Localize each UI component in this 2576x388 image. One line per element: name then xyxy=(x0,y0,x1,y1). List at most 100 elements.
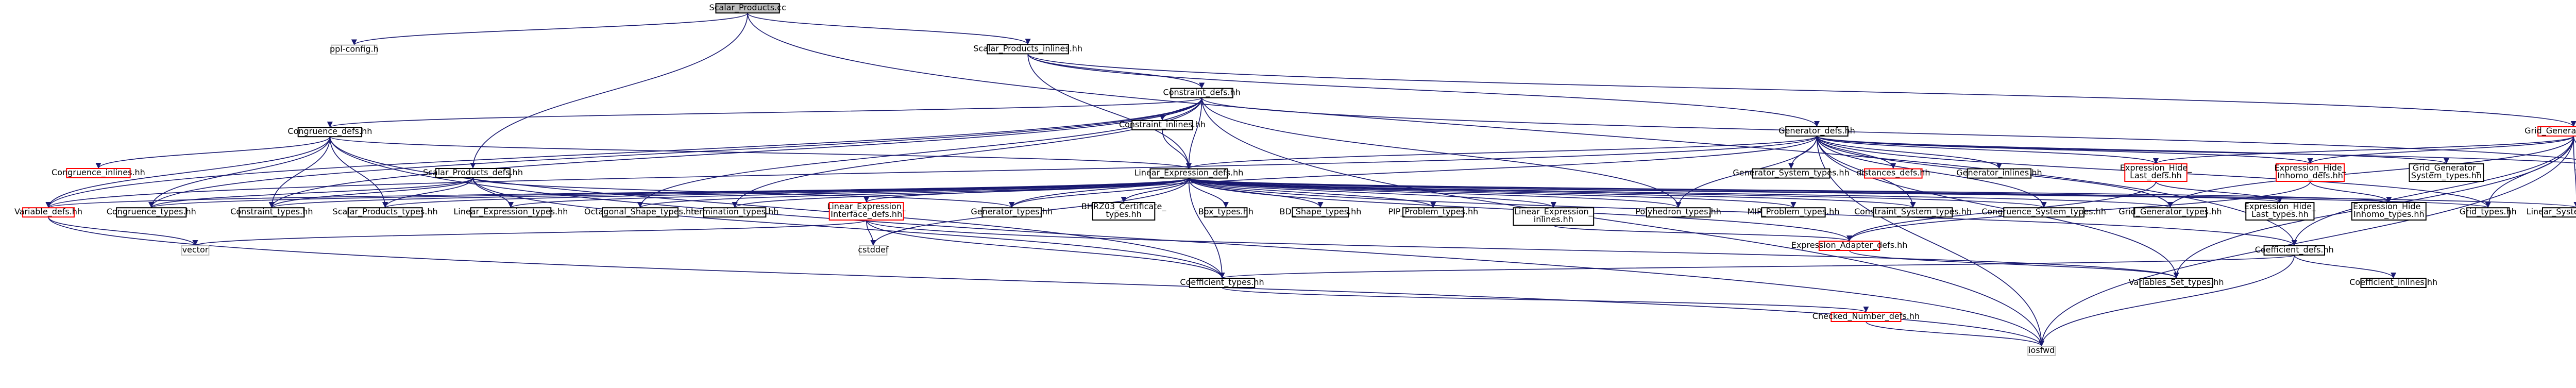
edge-congruence_defs-to-constraint_types xyxy=(268,137,331,208)
edge-constraint_defs-to-topology_types xyxy=(1201,97,2576,160)
node-grid-generator-defs[interactable]: Grid_Generator_defs.hh xyxy=(2524,126,2576,137)
node-box xyxy=(1967,168,2032,179)
node-label: Inhomo_types.hh xyxy=(2353,209,2425,220)
node-expression-adapter-defs[interactable]: Expression_Adapter_defs.hh xyxy=(1791,240,1908,251)
node-scalar-defs[interactable]: Scalar_Products_defs.hh xyxy=(423,167,523,178)
edge-linear_expression_interface_defs-to-vector xyxy=(192,220,867,246)
node-box-types[interactable]: Box_types.hh xyxy=(1198,207,1253,218)
edge-generator_defs-to-polyhedron_types xyxy=(1675,136,1818,208)
node-box xyxy=(602,207,679,218)
node-box xyxy=(297,127,363,138)
node-box xyxy=(1170,88,1233,98)
node-expr-hide-last-types[interactable]: Expression_Hide_Last_types.hh xyxy=(2244,201,2316,221)
node-constraint-defs[interactable]: Constraint_defs.hh xyxy=(1163,88,1241,98)
node-label: Scalar_Products_types.hh xyxy=(333,207,438,217)
node-constraint-inlines[interactable]: Constraint_inlines.hh xyxy=(1119,120,1206,130)
node-ppl-config: ppl-config.h xyxy=(330,44,379,55)
node-label: Congruence_types.hh xyxy=(107,207,196,217)
node-distances-defs[interactable]: distances_defs.hh xyxy=(1856,168,1930,179)
node-linear-system-types[interactable]: Linear_System_types.hh xyxy=(2527,207,2576,218)
node-linear-expression-defs[interactable]: Linear_Expression_defs.hh xyxy=(1134,168,1243,179)
node-label: iosfwd xyxy=(2028,345,2055,355)
node-expr-hide-inhomo-defs[interactable]: Expression_Hide_Inhomo_defs.hh xyxy=(2274,163,2347,182)
node-linear-expression-interface-defs[interactable]: Linear_Expression_Interface_defs.hh xyxy=(827,201,906,221)
node-label: Generator_inlines.hh xyxy=(1956,168,2042,178)
edge-linear_expression_defs-to-constraint_system_types xyxy=(1188,177,1916,208)
node-coefficient-defs[interactable]: Coefficient_defs.hh xyxy=(2255,245,2334,256)
node-bd-shape-types[interactable]: BD_Shape_types.hh xyxy=(1280,207,1362,218)
node-label: Coefficient_types.hh xyxy=(1180,277,1264,288)
node-generator-system-types[interactable]: Generator_System_types.hh xyxy=(1733,168,1850,179)
node-generator-defs[interactable]: Generator_defs.hh xyxy=(1778,126,1855,137)
edge-linear_expression_defs-to-box_types xyxy=(1188,178,1229,208)
edge-grid_generator_defs-to-grid_generator_types xyxy=(2167,136,2574,208)
node-congruence-types[interactable]: Congruence_types.hh xyxy=(107,207,196,218)
node-generator-inlines[interactable]: Generator_inlines.hh xyxy=(1956,168,2042,179)
node-grid-generator-system-types[interactable]: Grid_Generator_System_types.hh xyxy=(2409,163,2484,182)
node-box xyxy=(1864,168,1923,179)
node-scalar-inlines[interactable]: Scalar_Products_inlines.hh xyxy=(973,43,1082,55)
node-label: Expression_Hide_ xyxy=(2120,163,2192,173)
node-constraint-types[interactable]: Constraint_types.hh xyxy=(230,207,313,218)
node-congruence-inlines[interactable]: Congruence_inlines.hh xyxy=(52,167,145,178)
node-grid-types[interactable]: Grid_types.hh xyxy=(2460,207,2517,218)
edge-linear_expression_defs-to-constraint_types xyxy=(269,177,1190,208)
node-box xyxy=(347,207,423,218)
node-coefficient-types[interactable]: Coefficient_types.hh xyxy=(1180,277,1264,288)
edge-grid_generator_defs-to-expr_hide_last_defs xyxy=(2153,136,2574,164)
node-box xyxy=(1204,207,1248,218)
edge-expression_adapter_defs-to-variables_set_types xyxy=(1849,250,2179,279)
node-label: Constraint_inlines.hh xyxy=(1119,120,1206,130)
node-root[interactable]: Scalar_Products.cc xyxy=(709,3,786,14)
node-variables-set-types[interactable]: Variables_Set_types.hh xyxy=(2129,277,2224,288)
edge-constraint_defs-to-linear_expression_defs xyxy=(1185,97,1202,169)
edge-linear_expression_defs-to-polyhedron_types xyxy=(1188,177,1681,208)
node-box xyxy=(987,44,1069,55)
node-box xyxy=(828,202,904,221)
node-label: inlines.hh xyxy=(1534,214,1573,224)
node-box xyxy=(331,44,378,55)
node-polyhedron-types[interactable]: Polyhedron_types.hh xyxy=(1635,207,1721,218)
node-vector: vector xyxy=(181,245,210,256)
node-expr-hide-last-defs[interactable]: Expression_Hide_Last_defs.hh xyxy=(2120,163,2192,182)
node-topology-types[interactable]: Topology_types.hh xyxy=(2575,168,2576,178)
node-box xyxy=(2133,207,2207,218)
node-scalar-types[interactable]: Scalar_Products_types.hh xyxy=(333,207,438,218)
edge-linear_expression_defs-to-scalar_types xyxy=(382,177,1190,208)
edge-linear_expression_defs-to-linear_expression_inlines xyxy=(1188,177,1556,208)
node-congruence-defs[interactable]: Congruence_defs.hh xyxy=(287,126,372,138)
node-variable-defs[interactable]: Variable_defs.hh xyxy=(14,207,82,218)
edge-variable_defs-to-iosfwd xyxy=(48,217,2044,347)
node-label: Linear_System_types.hh xyxy=(2527,207,2576,217)
node-termination-types[interactable]: termination_types.hh xyxy=(691,207,778,218)
node-iosfwd: iosfwd xyxy=(2027,345,2056,356)
node-label: Grid_types.hh xyxy=(2460,207,2517,217)
edge-generator_defs-to-topology_types xyxy=(1816,136,2576,164)
node-label: Box_types.hh xyxy=(1198,207,1253,217)
node-pip-problem-types[interactable]: PIP_Problem_types.hh xyxy=(1388,207,1478,218)
node-congruence-system-types[interactable]: Congruence_System_types.hh xyxy=(1981,207,2106,218)
node-expr-hide-inhomo-types[interactable]: Expression_Hide_Inhomo_types.hh xyxy=(2351,201,2427,221)
node-bhrz03-types[interactable]: BHRZ03_Certificate_types.hh xyxy=(1081,201,1167,221)
node-octagonal-shape-types[interactable]: Octagonal_Shape_types.hh xyxy=(584,207,696,218)
edge-linear_expression_defs-to-bhrz03_types xyxy=(1121,178,1190,203)
edge-coefficient_defs-to-coefficient_inlines xyxy=(2294,255,2397,279)
node-linear-expression-types[interactable]: Linear_Expression_types.hh xyxy=(453,207,568,218)
node-constraint-system-types[interactable]: Constraint_System_types.hh xyxy=(1854,207,1972,218)
node-mip-problem-types[interactable]: MIP_Problem_types.hh xyxy=(1747,207,1839,218)
node-coefficient-inlines[interactable]: Coefficient_inlines.hh xyxy=(2349,277,2437,288)
node-label: Constraint_defs.hh xyxy=(1163,88,1241,98)
edge-expr_hide_last_defs-to-expression_adapter_defs xyxy=(1846,181,2157,242)
node-grid-generator-types[interactable]: Grid_Generator_types.hh xyxy=(2119,207,2222,218)
node-checked-number-defs[interactable]: Checked_Number_defs.hh xyxy=(1812,311,1920,322)
node-generator-types[interactable]: Generator_types.hh xyxy=(971,207,1053,218)
node-box xyxy=(2139,278,2213,288)
node-box xyxy=(2409,163,2484,182)
node-box xyxy=(2003,207,2084,218)
edge-scalar_inlines-to-grid_generator_defs xyxy=(1027,54,2576,127)
node-label: Checked_Number_defs.hh xyxy=(1812,311,1920,322)
node-linear-expression-inlines[interactable]: Linear_Expression_inlines.hh xyxy=(1513,207,1595,226)
edge-generator_defs-to-expr_hide_last_defs xyxy=(1816,136,2159,164)
edge-linear_expression_defs-to-linear_system_types xyxy=(1188,177,2576,208)
